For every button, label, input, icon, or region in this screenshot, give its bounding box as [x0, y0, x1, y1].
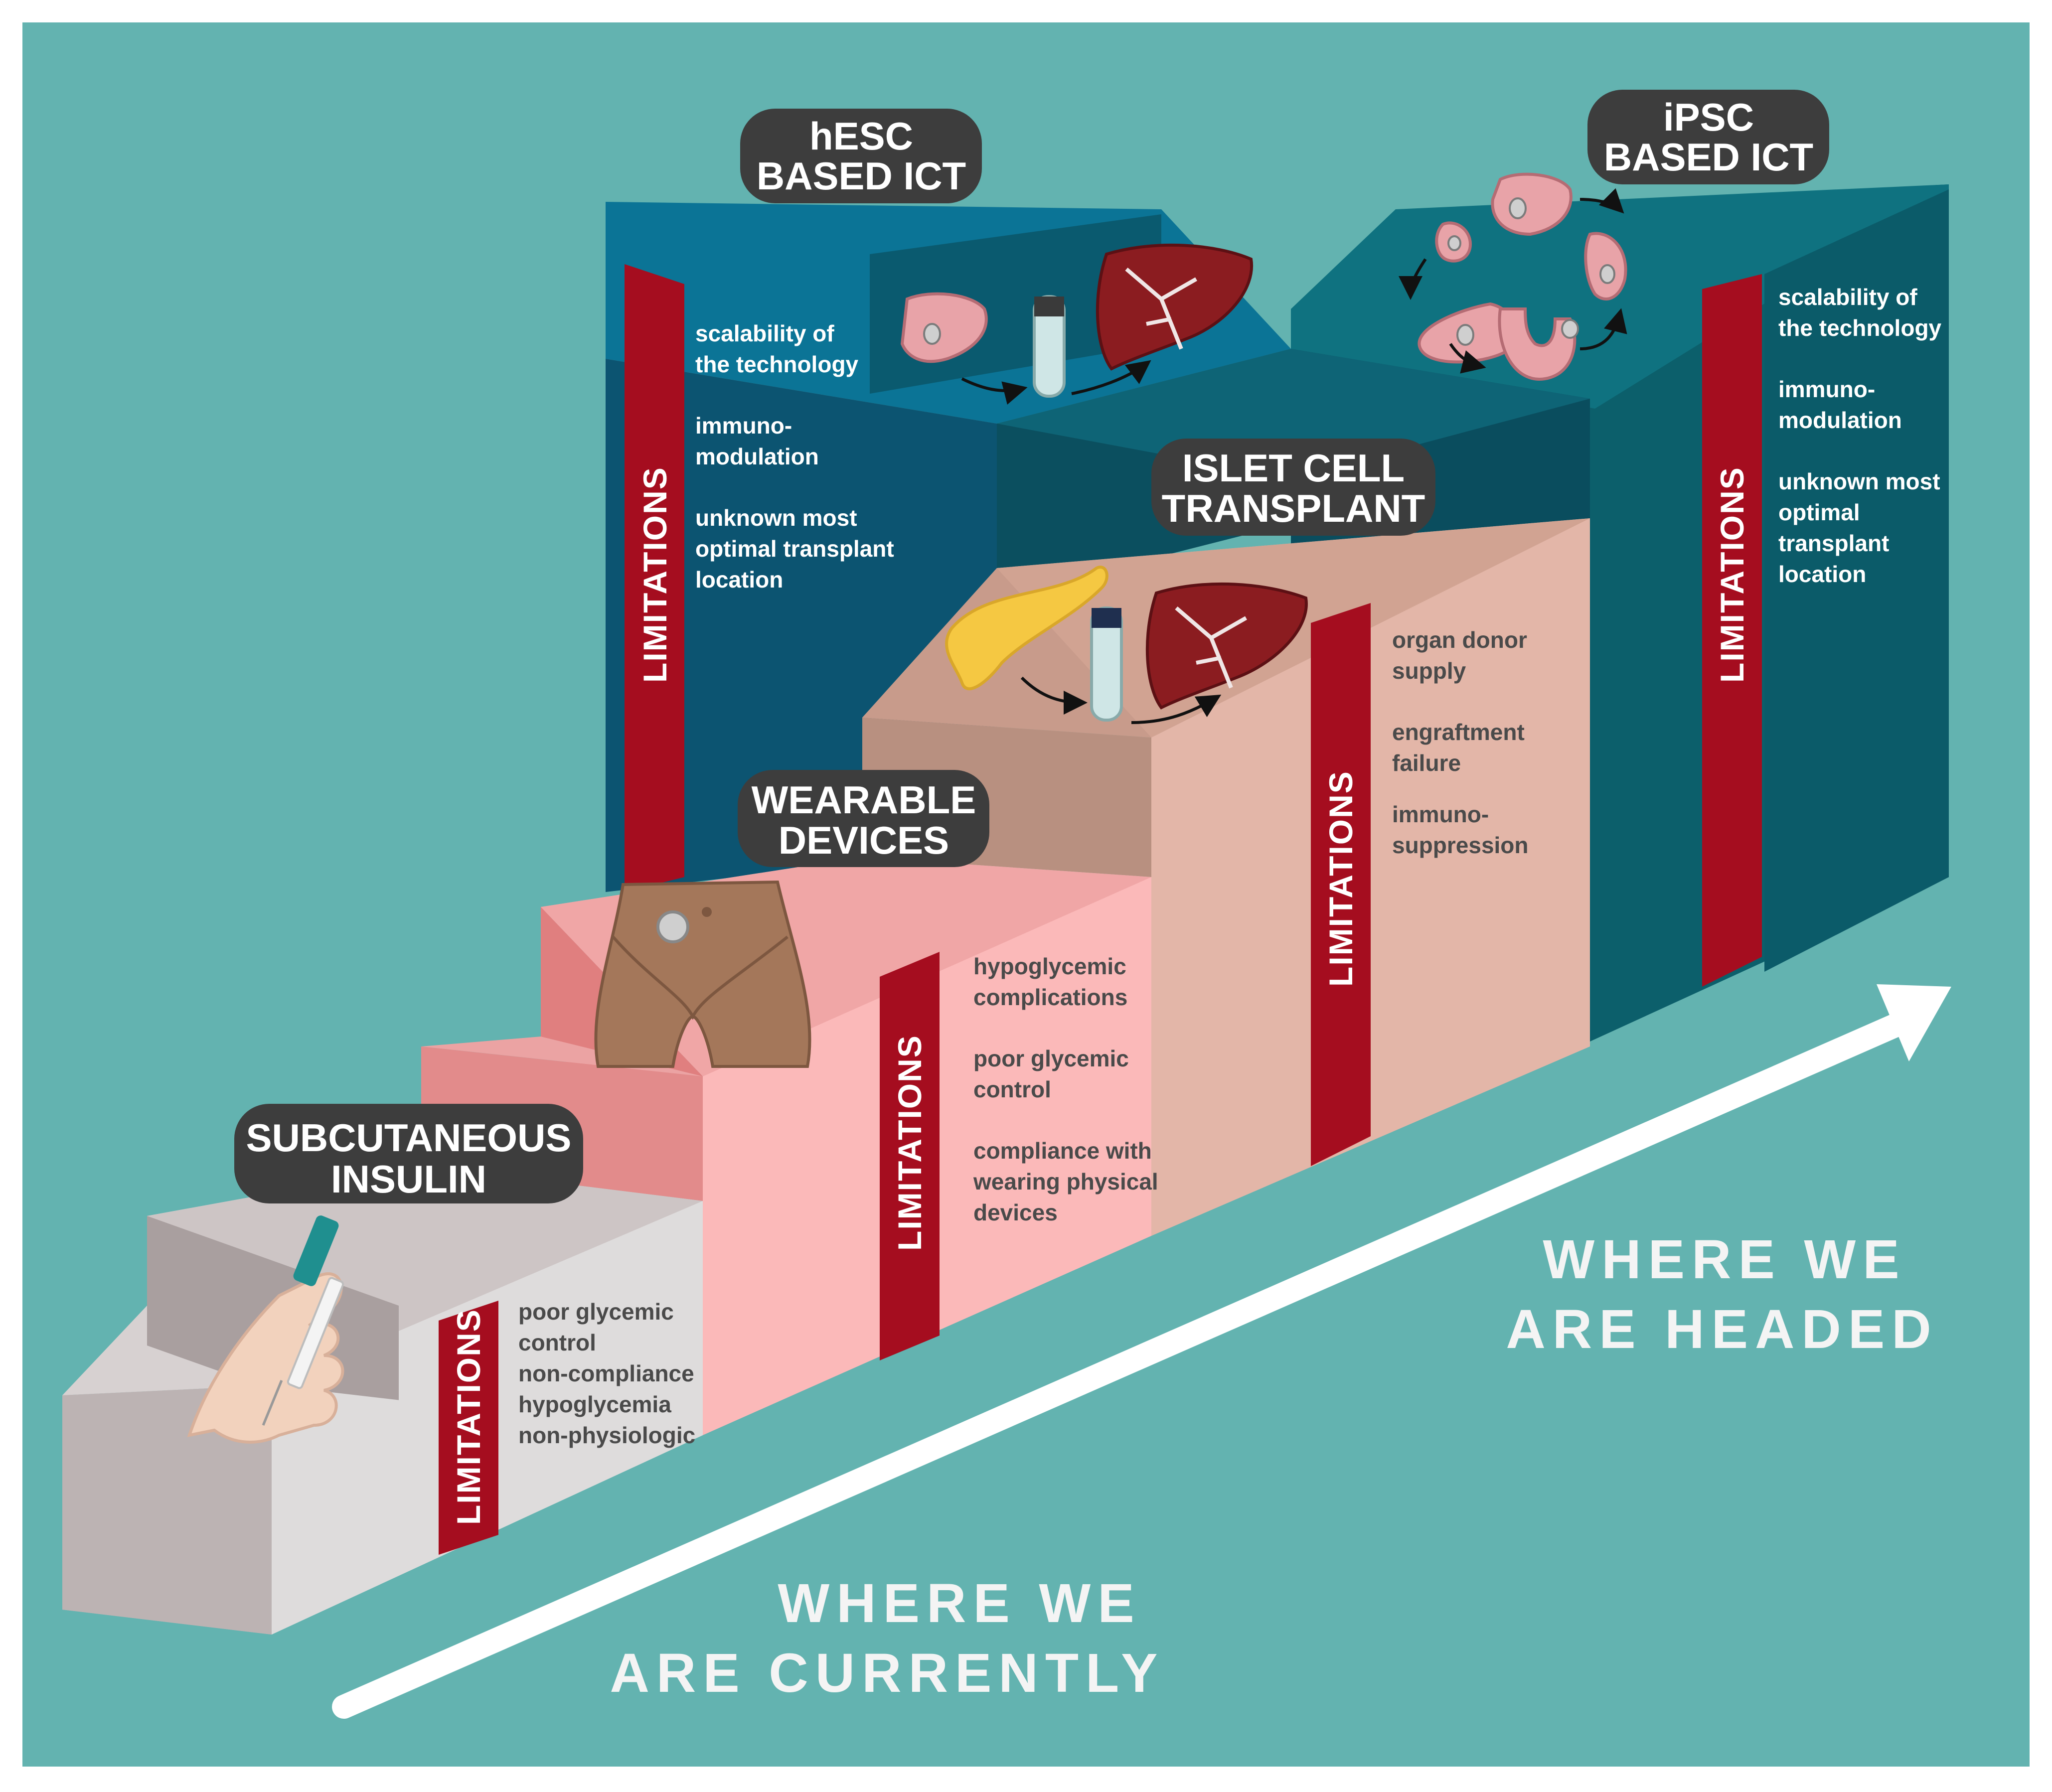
limitations-bar-islet: LIMITATIONS [1311, 603, 1371, 1166]
svg-text:iPSC: iPSC [1663, 95, 1754, 139]
svg-text:compliance with: compliance with [973, 1138, 1152, 1164]
ipsc-limitations-list: scalability of the technology immuno- mo… [1778, 284, 1942, 587]
caption-where-we-are-headed: WHERE WE ARE HEADED [1506, 1229, 1938, 1360]
subcutaneous-limitations-list: poor glycemic control non-compliance hyp… [518, 1299, 695, 1448]
svg-text:control: control [973, 1076, 1051, 1102]
svg-text:poor glycemic: poor glycemic [973, 1045, 1129, 1071]
svg-text:supply: supply [1392, 658, 1466, 684]
svg-text:unknown most: unknown most [1778, 468, 1940, 494]
liver-icon [1096, 243, 1308, 710]
progress-arrow [332, 984, 1951, 1719]
svg-text:non-compliance: non-compliance [518, 1360, 694, 1386]
subcutaneous-title-pill: SUBCUTANEOUS INSULIN [234, 1104, 583, 1203]
svg-text:hESC: hESC [809, 114, 913, 158]
wearable-limitations-list: hypoglycemic complications poor glycemic… [973, 953, 1158, 1225]
svg-text:LIMITATIONS: LIMITATIONS [450, 1309, 487, 1525]
svg-text:BASED ICT: BASED ICT [757, 154, 966, 198]
svg-text:scalability of: scalability of [695, 320, 834, 346]
svg-text:modulation: modulation [1778, 407, 1902, 433]
svg-text:LIMITATIONS: LIMITATIONS [1714, 466, 1750, 683]
hesc-limitations-list: scalability of the technology immuno- mo… [695, 320, 894, 593]
svg-text:organ donor: organ donor [1392, 627, 1527, 653]
svg-text:SUBCUTANEOUS: SUBCUTANEOUS [246, 1116, 572, 1160]
ipsc-title-pill: iPSC BASED ICT [1587, 90, 1829, 184]
flow-arrows [961, 360, 1222, 724]
torso-pump-icon [594, 880, 811, 1068]
svg-text:suppression: suppression [1392, 832, 1529, 858]
cell-cycle-icon [1399, 172, 1627, 381]
wearable-title-pill: WEARABLE DEVICES [738, 770, 989, 867]
svg-text:complications: complications [973, 984, 1127, 1010]
test-tube-icon [1033, 295, 1123, 722]
svg-text:LIMITATIONS: LIMITATIONS [891, 1035, 928, 1251]
svg-text:WHERE WE: WHERE WE [1543, 1229, 1906, 1290]
islet-limitations-list: organ donor supply engraftment failure i… [1392, 627, 1529, 858]
limitations-bar-hesc: LIMITATIONS [625, 264, 684, 892]
svg-text:immuno-: immuno- [1778, 376, 1875, 402]
svg-text:devices: devices [973, 1199, 1058, 1225]
svg-text:BASED ICT: BASED ICT [1604, 135, 1813, 179]
hand-syringe-icon [187, 1215, 344, 1444]
svg-text:ARE CURRENTLY: ARE CURRENTLY [610, 1643, 1164, 1704]
svg-text:WHERE WE: WHERE WE [778, 1573, 1141, 1634]
islet-title-pill: ISLET CELL TRANSPLANT [1151, 439, 1435, 536]
svg-text:wearing physical: wearing physical [973, 1169, 1158, 1195]
svg-text:hypoglycemia: hypoglycemia [518, 1391, 671, 1417]
svg-text:the technology: the technology [1778, 315, 1942, 341]
svg-text:poor glycemic: poor glycemic [518, 1299, 674, 1325]
svg-text:modulation: modulation [695, 444, 819, 469]
svg-text:failure: failure [1392, 750, 1461, 776]
svg-text:control: control [518, 1330, 596, 1355]
svg-text:engraftment: engraftment [1392, 719, 1525, 745]
svg-text:LIMITATIONS: LIMITATIONS [636, 466, 673, 683]
caption-where-we-are-currently: WHERE WE ARE CURRENTLY [610, 1573, 1164, 1704]
svg-text:non-physiologic: non-physiologic [518, 1422, 695, 1448]
svg-text:WEARABLE: WEARABLE [752, 778, 976, 822]
svg-text:LIMITATIONS: LIMITATIONS [1322, 770, 1359, 987]
svg-text:immuno-: immuno- [695, 413, 792, 439]
limitations-bar-subcutaneous: LIMITATIONS [439, 1301, 498, 1555]
svg-text:the technology: the technology [695, 351, 859, 377]
svg-text:TRANSPLANT: TRANSPLANT [1162, 486, 1425, 530]
svg-text:scalability of: scalability of [1778, 284, 1917, 310]
svg-text:transplant: transplant [1778, 530, 1889, 556]
svg-text:immuno-: immuno- [1392, 801, 1489, 827]
svg-text:location: location [1778, 561, 1866, 587]
cell-icon [900, 292, 988, 363]
svg-text:ARE HEADED: ARE HEADED [1506, 1299, 1938, 1360]
svg-text:optimal: optimal [1778, 499, 1860, 525]
svg-text:hypoglycemic: hypoglycemic [973, 953, 1126, 979]
hesc-title-pill: hESC BASED ICT [740, 109, 982, 203]
pancreas-icon [945, 566, 1108, 691]
svg-text:unknown most: unknown most [695, 505, 857, 531]
svg-text:INSULIN: INSULIN [331, 1157, 486, 1201]
svg-text:DEVICES: DEVICES [779, 818, 949, 862]
limitations-bar-wearable: LIMITATIONS [880, 952, 940, 1360]
svg-text:ISLET CELL: ISLET CELL [1182, 446, 1405, 490]
svg-text:optimal transplant: optimal transplant [695, 536, 894, 562]
svg-text:location: location [695, 567, 783, 593]
limitations-bar-ipsc: LIMITATIONS [1702, 274, 1762, 987]
